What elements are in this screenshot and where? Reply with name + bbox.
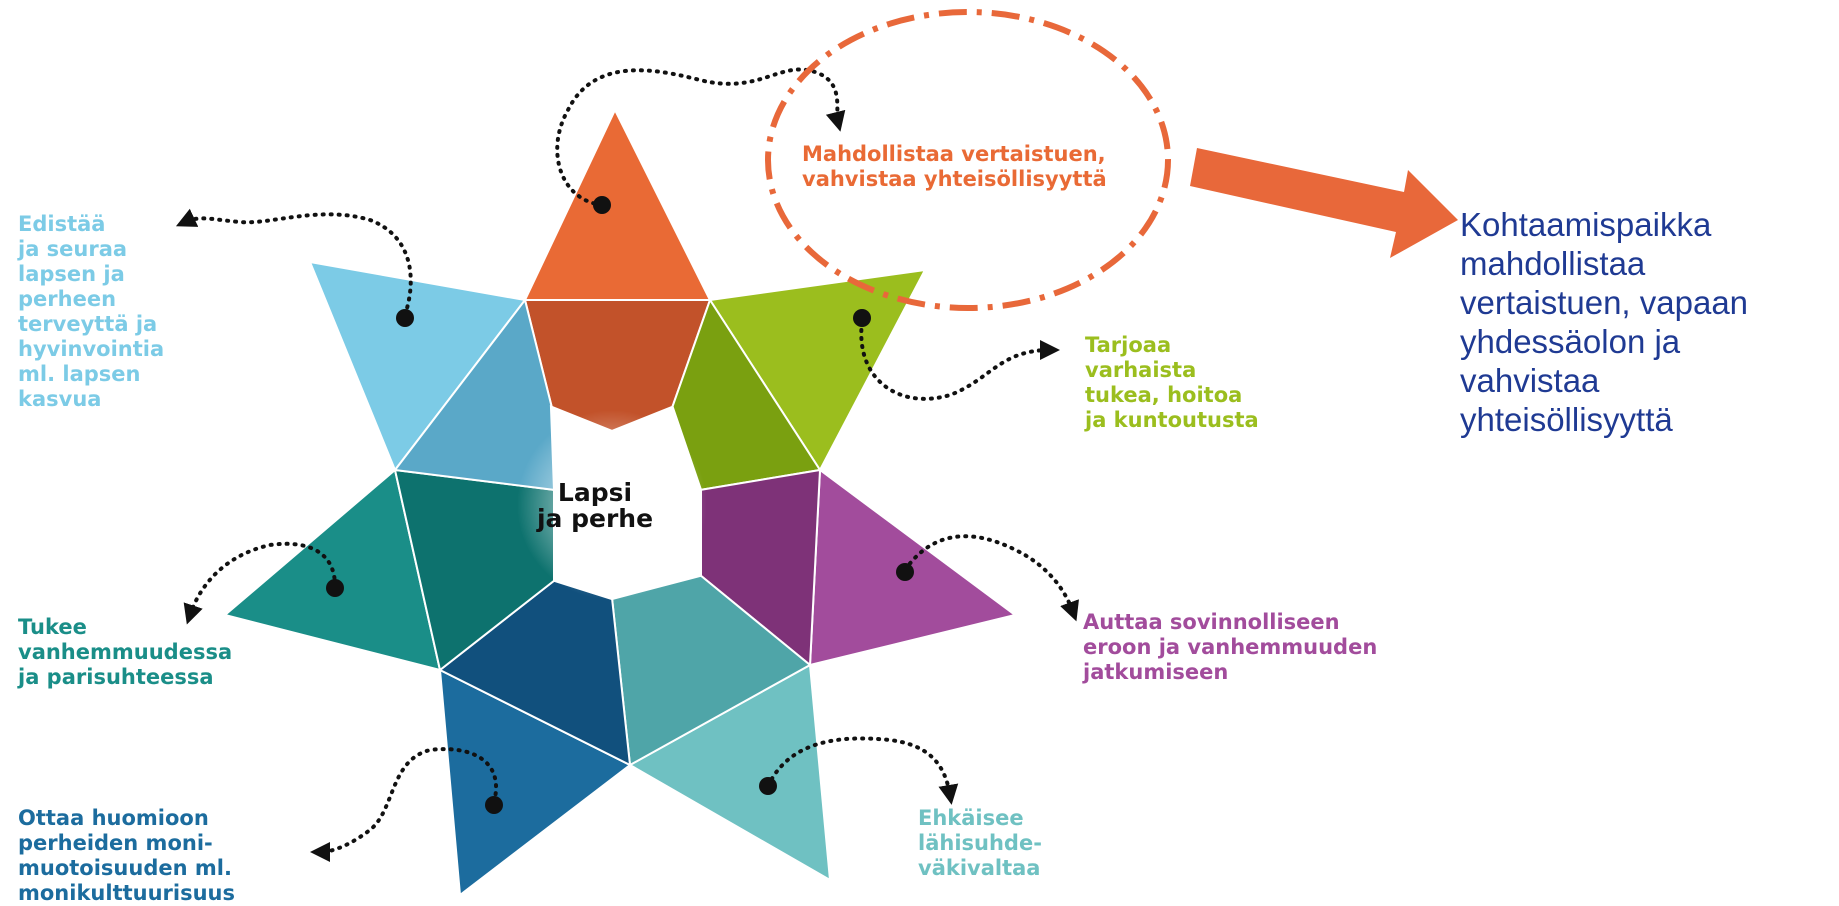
label-line: ja parisuhteessa [18,665,214,689]
label-line: lähisuhde- [918,831,1042,855]
label-line: lapsen ja [18,262,125,286]
dot-green [853,309,871,327]
callout-line: vahvistaa [1460,362,1600,399]
label-line: Auttaa sovinnolliseen [1083,610,1340,634]
label-line: ml. lapsen [18,362,141,386]
connector-blue [310,747,498,862]
label-line: vahvistaa yhteisöllisyyttä [802,167,1107,191]
center-label-line2: ja perhe [536,504,654,533]
label-line: Mahdollistaa vertaistuen, [802,142,1106,166]
callout-text: Kohtaamispaikka mahdollistaa vertaistuen… [1460,205,1830,439]
label-turquoise: Ehkäisee lähisuhde- väkivaltaa [918,806,1042,881]
label-line: eroon ja vanhemmuuden [1083,635,1378,659]
dot-turquoise [759,777,777,795]
dot-orange [593,196,611,214]
dot-lightblue [396,309,414,327]
callout-line: yhteisöllisyyttä [1460,401,1673,438]
label-line: vanhemmuudessa [18,640,233,664]
dot-teal [326,579,344,597]
dot-blue [485,796,503,814]
label-green: Tarjoaa varhaista tukea, hoitoa ja kunto… [1085,333,1259,433]
segment-orange-outer [523,107,712,301]
label-line: perheiden moni- [18,831,213,855]
label-line: varhaista [1085,358,1197,382]
center-glow [517,410,707,600]
connector-lightblue [175,208,413,317]
label-line: väkivaltaa [918,856,1041,880]
connector-purple [903,534,1079,622]
highlight-ellipse [765,9,1171,311]
connector-orange [555,67,846,207]
callout-line: mahdollistaa [1460,245,1646,282]
callout-line: yhdessäolon ja [1460,323,1681,360]
callout-line: Kohtaamispaikka [1460,206,1712,243]
callout-arrow [1190,148,1458,258]
label-line: terveyttä ja [18,312,158,336]
label-line: hyvinvointia [18,337,165,361]
center-label: Lapsi ja perhe [520,480,670,532]
label-line: ja seuraa [18,237,128,261]
label-orange: Mahdollistaa vertaistuen, vahvistaa yhte… [802,142,1107,192]
label-line: muotoisuuden ml. [18,856,232,880]
label-purple: Auttaa sovinnolliseen eroon ja vanhemmuu… [1083,610,1377,685]
label-line: kasvua [18,387,102,411]
label-line: ja kuntoutusta [1085,408,1259,432]
label-teal: Tukee vanhemmuudessa ja parisuhteessa [18,615,232,690]
label-line: Tukee [18,615,87,639]
label-line: tukea, hoitoa [1085,383,1243,407]
callout-line: vertaistuen, vapaan [1460,284,1749,321]
label-line: jatkumiseen [1083,660,1229,684]
label-line: Ottaa huomioon [18,806,209,830]
connector-turquoise [766,736,959,805]
label-line: Ehkäisee [918,806,1024,830]
label-line: Edistää [18,212,106,236]
label-line: Tarjoaa [1085,333,1172,357]
center-label-line1: Lapsi [557,478,633,507]
dot-purple [896,563,914,581]
connector-teal [183,541,337,625]
label-line: monikulttuurisuus [18,881,236,905]
label-lightblue: Edistää ja seuraa lapsen ja perheen terv… [18,212,164,412]
label-line: perheen [18,287,117,311]
label-blue: Ottaa huomioon perheiden moni- muotoisuu… [18,806,235,906]
